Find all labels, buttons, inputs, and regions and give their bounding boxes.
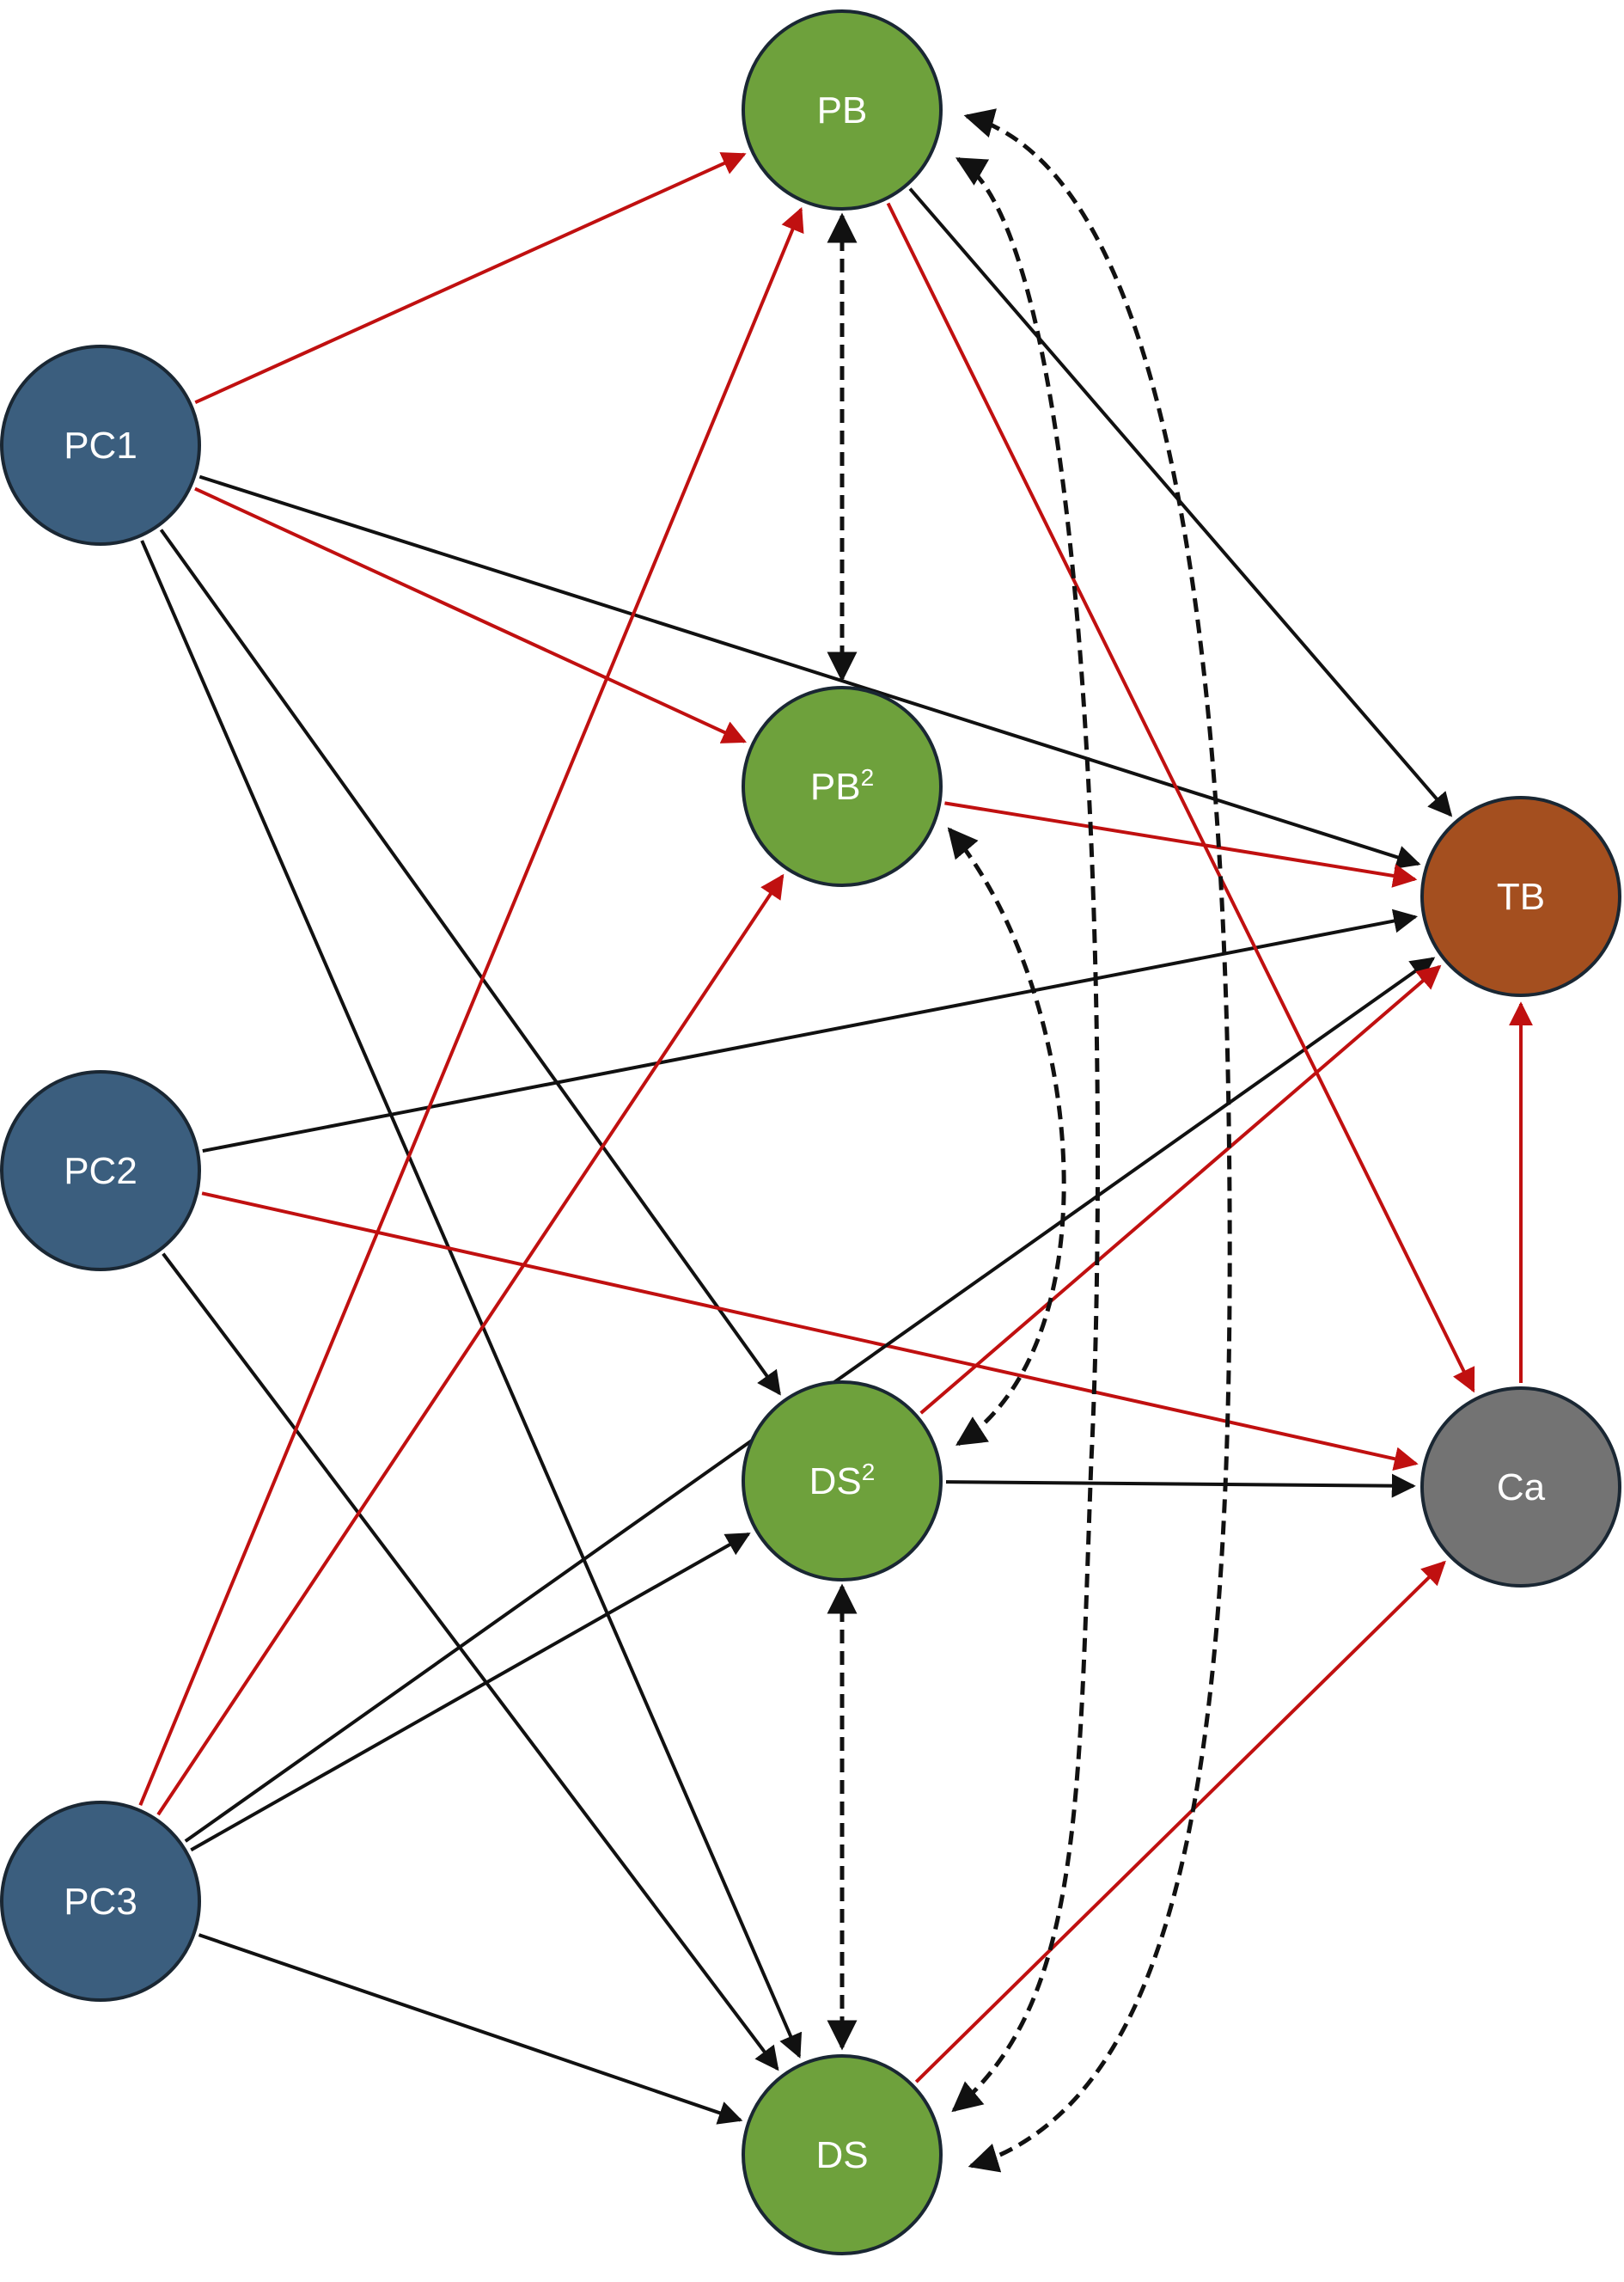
edge-pc1-to-ds2 [159,529,781,1396]
node-label: PC3 [64,1881,137,1923]
node-label: PB [817,89,868,132]
node-label-text: TB [1497,876,1545,918]
edge-pc3-to-pb2 [156,873,785,1816]
node-label-text: PC2 [64,1150,137,1192]
node-label-text: DS [809,1460,862,1502]
node-label: DS2 [809,1459,876,1502]
node-label: PB2 [810,764,874,808]
node-pb2: PB2 [742,686,943,887]
edge-ds2-to-ca [945,1473,1416,1498]
edge-pc1-to-pb [194,152,747,404]
node-label: Ca [1497,1466,1546,1508]
edge-pb2-to-ds2 [947,827,1066,1447]
node-circle [742,2054,943,2255]
node-tb: TB [1420,796,1621,997]
edge-ds-to-ca [914,1560,1446,2083]
edge-pc2-to-tb [202,909,1419,1153]
node-pc3: PC3 [0,1801,201,2002]
edge-ds2-to-tb [919,964,1442,1415]
node-label-text: PC3 [64,1881,137,1923]
edge-pc2-to-ca [201,1191,1419,1471]
edge-pc3-to-pb [138,206,804,1806]
node-label-text: PB [817,89,868,132]
node-circle [0,345,201,546]
node-pb: PB [742,9,943,211]
edge-pb-to-ds [963,108,1232,2173]
edge-pc3-to-ds2 [190,1532,751,1852]
node-pc2: PC2 [0,1070,201,1271]
node-label: PC2 [64,1150,137,1192]
edge-pb-to-ds [951,156,1101,2113]
node-label-text: DS [815,2134,868,2176]
node-label: PC1 [64,425,137,467]
node-circle [0,1801,201,2002]
node-circle [0,1070,201,1271]
edge-pc1-to-pb2 [194,486,747,743]
edge-pc1-to-ds [140,540,803,2059]
node-circle [1420,1386,1621,1588]
node-ds: DS [742,2054,943,2255]
node-circle [742,1380,943,1581]
edge-pb2-to-tb [944,801,1418,888]
edge-pb-to-ca [886,202,1475,1393]
node-label: DS [815,2134,868,2176]
node-circle [742,686,943,887]
node-label: TB [1497,876,1545,918]
node-pc1: PC1 [0,345,201,546]
node-label-text: Ca [1497,1466,1546,1508]
edge-pc3-to-ds [198,1933,743,2125]
node-label-superscript: 2 [861,764,875,791]
node-label-text: PC1 [64,425,137,467]
node-circle [1420,796,1621,997]
node-ds2: DS2 [742,1380,943,1581]
edges-layer [138,108,1533,2173]
node-ca: Ca [1420,1386,1621,1588]
node-circle [742,9,943,211]
edge-pc2-to-ds [162,1252,779,2071]
node-label-superscript: 2 [862,1459,876,1485]
node-label-text: PB [810,766,861,808]
